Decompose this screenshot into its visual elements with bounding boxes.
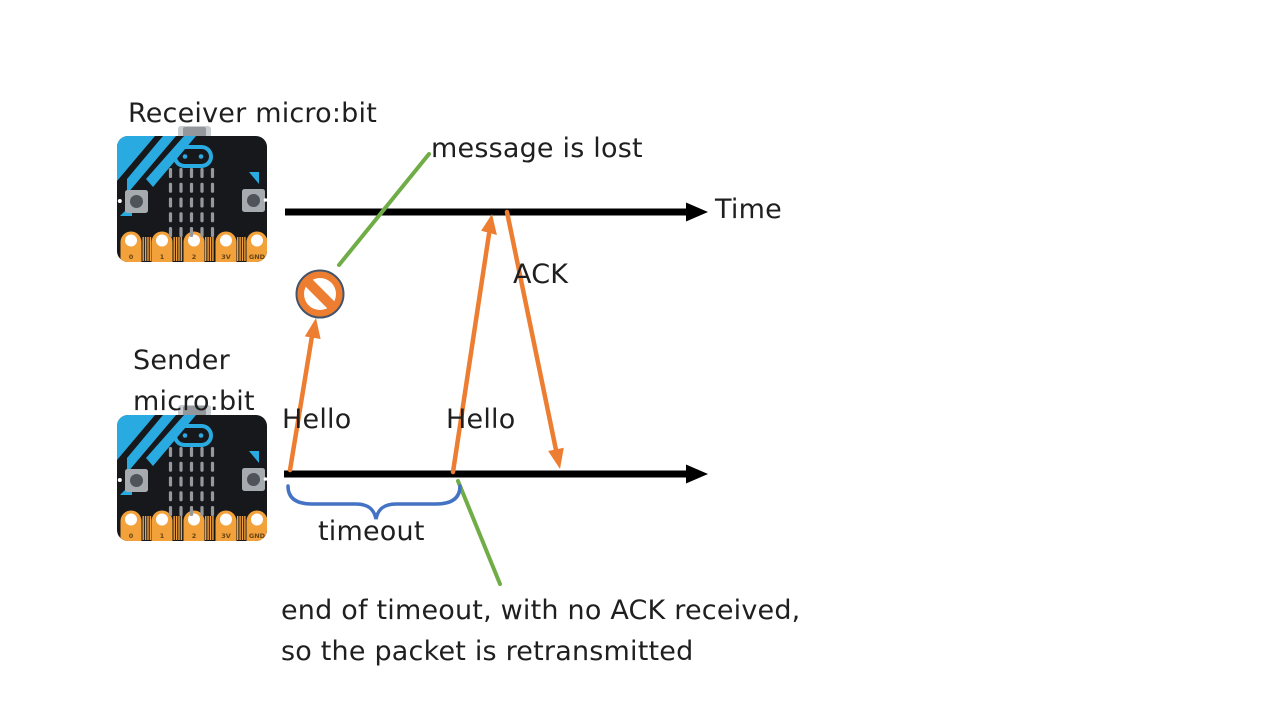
receiver-label: Receiver micro:bit xyxy=(128,98,377,129)
timeout-brace xyxy=(286,484,462,520)
message-lost-callout-line xyxy=(337,152,431,267)
arrowhead-icon xyxy=(304,318,321,339)
hello-first-label: Hello xyxy=(282,404,352,435)
no-entry-icon xyxy=(295,269,345,319)
hello-second-label: Hello xyxy=(446,404,516,435)
arrowhead-icon xyxy=(481,214,497,235)
arrow-hello-first xyxy=(287,318,321,473)
arrowhead-icon xyxy=(548,447,564,469)
explanation-label: end of timeout, with no ACK received, so … xyxy=(281,590,800,672)
arrow-ack xyxy=(504,209,564,469)
receiver-timeline xyxy=(285,202,708,222)
arrowhead-icon xyxy=(686,464,708,484)
sender-label: Sender micro:bit xyxy=(133,340,255,422)
sender-label-line1: Sender xyxy=(133,345,230,376)
arrowhead-icon xyxy=(686,202,708,222)
explanation-line2: so the packet is retransmitted xyxy=(281,636,694,667)
receiver-microbit-image xyxy=(117,126,268,264)
sender-timeline xyxy=(284,464,708,484)
arrow-hello-second xyxy=(450,214,497,475)
ack-label: ACK xyxy=(513,259,569,290)
sender-label-line2: micro:bit xyxy=(133,386,255,417)
end-of-timeout-callout-line xyxy=(456,479,502,586)
timeout-label: timeout xyxy=(318,516,425,547)
message-lost-label: message is lost xyxy=(431,133,643,164)
sender-microbit-image xyxy=(117,405,268,543)
explanation-line1: end of timeout, with no ACK received, xyxy=(281,595,801,626)
time-axis-label: Time xyxy=(715,194,782,225)
